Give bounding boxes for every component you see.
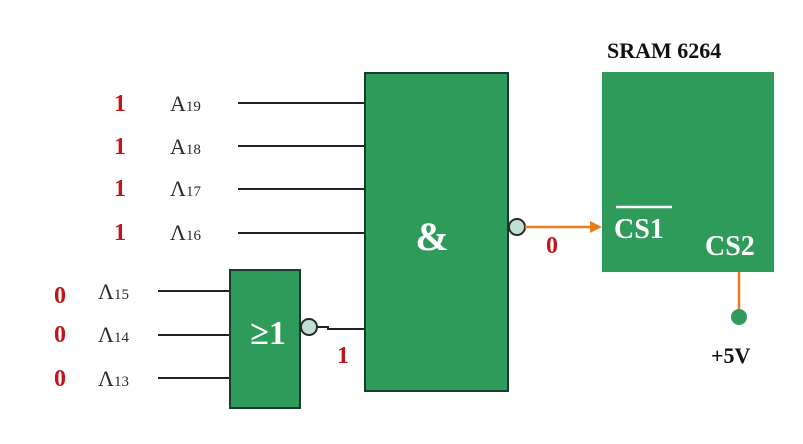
and-input-a16: 1 Λ16 xyxy=(114,220,365,246)
a19-value: 1 xyxy=(114,91,126,117)
arrow-head-icon xyxy=(590,221,602,233)
a13-value: 0 xyxy=(54,366,66,392)
and-gate-inversion-bubble xyxy=(508,218,526,236)
and-input-a17: 1 Λ17 xyxy=(114,176,365,202)
or-input-a14: 0 Λ14 xyxy=(54,322,230,348)
and-gate xyxy=(364,72,509,392)
supply-label: +5V xyxy=(711,343,751,368)
or-gate-inversion-bubble xyxy=(300,318,318,336)
a14-value: 0 xyxy=(54,322,66,348)
and-input-a18: 1 A18 xyxy=(114,134,365,160)
sram-chip xyxy=(602,72,774,272)
and-output-value: 0 xyxy=(546,233,558,259)
a18-label: A18 xyxy=(170,134,201,159)
or-output-wire xyxy=(317,326,365,330)
a15-label: Λ15 xyxy=(98,279,129,304)
a16-label: Λ16 xyxy=(170,220,201,245)
and-gate-symbol: & xyxy=(415,214,448,259)
a14-label: Λ14 xyxy=(98,322,129,347)
supply-terminal xyxy=(731,309,747,325)
or-output-value: 1 xyxy=(337,343,349,369)
or-input-a13: 0 Λ13 xyxy=(54,366,230,392)
a18-value: 1 xyxy=(114,134,126,160)
or-gate-symbol: ≥1 xyxy=(250,315,286,352)
a15-value: 0 xyxy=(54,283,66,309)
a19-label: A19 xyxy=(170,91,201,116)
a17-value: 1 xyxy=(114,176,126,202)
or-gate xyxy=(229,269,301,409)
or-input-a15: 0 Λ15 xyxy=(54,279,230,309)
cs1-pin-label: CS1 xyxy=(614,214,664,245)
cs2-pin-label: CS2 xyxy=(705,231,755,262)
a17-label: Λ17 xyxy=(170,176,201,201)
sram-title: SRAM 6264 xyxy=(607,38,721,63)
and-input-a19: 1 A19 xyxy=(114,91,365,117)
a16-value: 1 xyxy=(114,220,126,246)
a13-label: Λ13 xyxy=(98,366,129,391)
